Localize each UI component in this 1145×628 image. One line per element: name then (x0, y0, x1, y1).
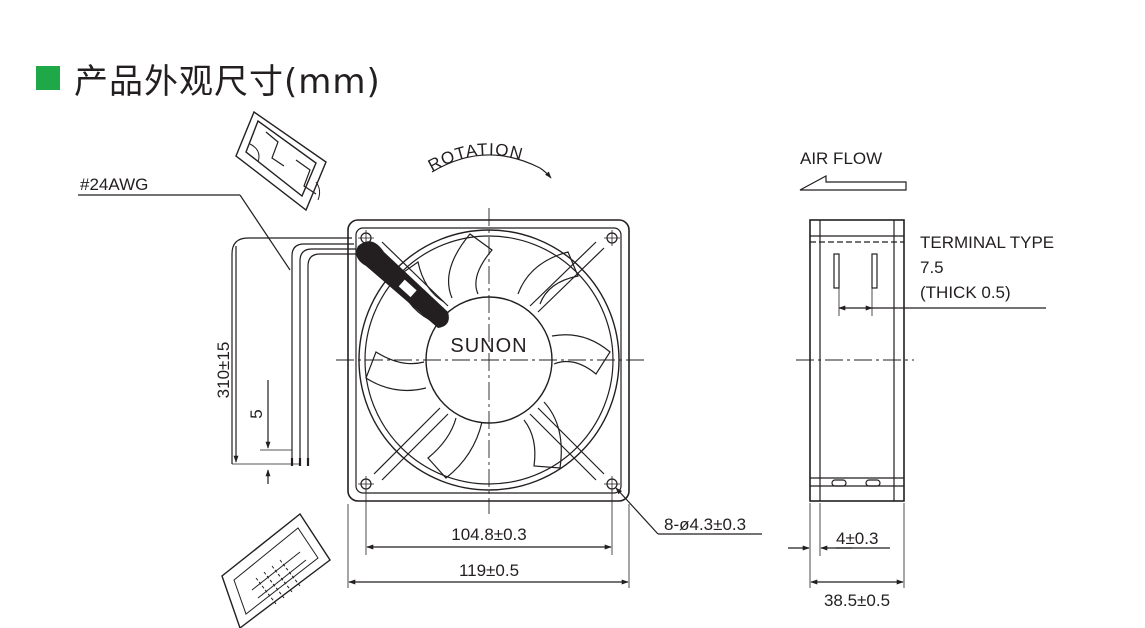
connector-bottom-drawing (221, 512, 331, 628)
depth-dimension: 38.5±0.5 (824, 591, 890, 610)
square-bullet-icon (36, 66, 60, 90)
hole-pitch-dimension: 104.8±0.3 (451, 525, 527, 544)
section-heading: 产品外观尺寸(mm) (36, 56, 381, 102)
center-lines (336, 208, 914, 514)
airflow-arrow-icon (799, 174, 907, 191)
connector-top-drawing (235, 110, 327, 212)
terminal-thick-label: (THICK 0.5) (920, 283, 1011, 302)
section-title: 产品外观尺寸(mm) (74, 61, 381, 102)
rotation-label: ROTATION (425, 140, 526, 176)
terminal-type-label: TERMINAL TYPE (920, 233, 1054, 252)
frame-width-dimension: 119±0.5 (459, 561, 519, 580)
lead-length-dimension: 310±15 (214, 342, 233, 399)
terminal-size-label: 7.5 (920, 258, 944, 277)
wire-gauge-label: #24AWG (80, 175, 148, 194)
brand-label: SUNON (450, 335, 527, 357)
airflow-label: AIR FLOW (800, 149, 882, 168)
flange-dimension: 4±0.3 (836, 529, 878, 548)
fan-side-view (809, 219, 905, 502)
mount-hole-dimension: 8-ø4.3±0.3 (664, 515, 746, 534)
lead-wires (231, 237, 358, 466)
strip-length-dimension: 5 (247, 409, 266, 418)
wire-grommet (356, 241, 449, 328)
